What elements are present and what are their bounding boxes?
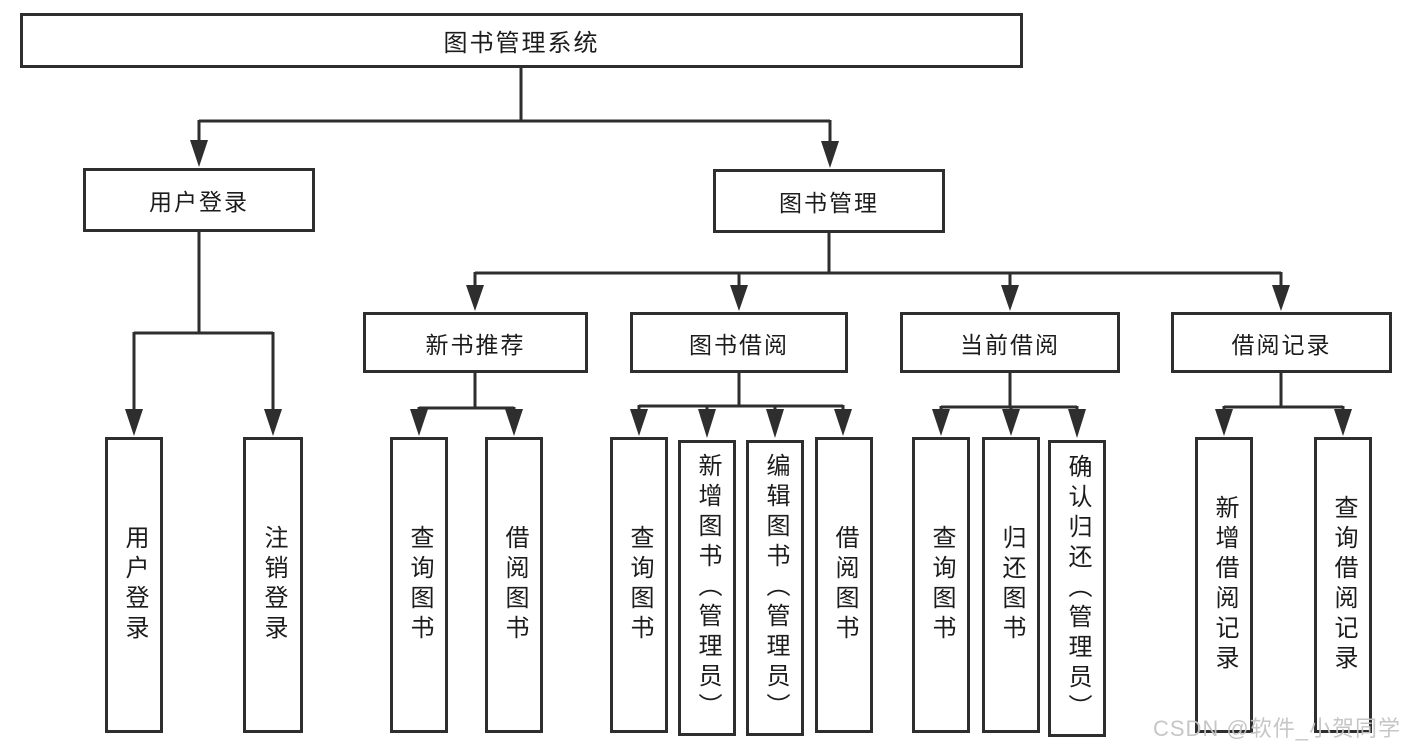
node-borrowing-records: 借阅记录 bbox=[1171, 312, 1392, 373]
arrowhead-icon bbox=[730, 285, 748, 311]
arrowhead-icon bbox=[466, 285, 484, 311]
arrowhead-icon bbox=[630, 409, 648, 436]
arrowhead-icon bbox=[410, 409, 428, 436]
arrowhead-icon bbox=[125, 409, 143, 436]
node-query-books-borrowing: 查询图书 bbox=[610, 437, 668, 733]
node-query-books-recommend: 查询图书 bbox=[390, 437, 448, 733]
watermark: CSDN @软件_小贺同学 bbox=[1152, 716, 1401, 741]
node-label: 编辑图书（管理员） bbox=[762, 453, 789, 723]
node-label: 借阅记录 bbox=[1231, 331, 1332, 358]
node-label: 用户登录 bbox=[121, 525, 148, 645]
node-label: 查询图书 bbox=[626, 525, 653, 645]
node-new-book-recommend: 新书推荐 bbox=[363, 312, 588, 373]
node-confirm-return-admin: 确认归还（管理员） bbox=[1048, 440, 1106, 737]
arrowhead-icon bbox=[821, 141, 839, 168]
arrowhead-icon bbox=[1068, 409, 1086, 438]
node-return-books: 归还图书 bbox=[982, 437, 1040, 733]
arrowheads bbox=[125, 140, 1352, 438]
node-label: 图书借阅 bbox=[689, 331, 789, 358]
node-borrow-books-borrowing: 借阅图书 bbox=[815, 437, 873, 733]
node-label: 用户登录 bbox=[149, 189, 249, 215]
node-query-books-current: 查询图书 bbox=[912, 437, 970, 733]
arrowhead-icon bbox=[766, 409, 784, 438]
node-label: 新增图书（管理员） bbox=[694, 453, 721, 723]
node-label: 确认归还（管理员） bbox=[1064, 453, 1091, 724]
arrowhead-icon bbox=[834, 409, 852, 436]
arrowhead-icon bbox=[505, 409, 523, 436]
node-current-borrowing: 当前借阅 bbox=[900, 312, 1120, 373]
arrowhead-icon bbox=[190, 140, 208, 167]
node-label: 借阅图书 bbox=[501, 525, 528, 645]
node-label: 查询借阅记录 bbox=[1330, 495, 1357, 675]
arrowhead-icon bbox=[1334, 409, 1352, 436]
node-borrow-books-recommend: 借阅图书 bbox=[485, 437, 543, 733]
node-edit-books-admin: 编辑图书（管理员） bbox=[746, 440, 804, 736]
node-label: 图书管理 bbox=[779, 190, 879, 216]
connector-lines bbox=[132, 68, 1345, 414]
node-book-borrowing: 图书借阅 bbox=[630, 312, 848, 373]
node-label: 查询图书 bbox=[928, 525, 955, 645]
node-library-management-system: 图书管理系统 bbox=[20, 13, 1023, 68]
arrowhead-icon bbox=[264, 409, 282, 436]
node-label: 注销登录 bbox=[260, 525, 287, 645]
node-label: 新增借阅记录 bbox=[1211, 495, 1238, 675]
node-query-borrow-record: 查询借阅记录 bbox=[1314, 437, 1372, 733]
node-label: 查询图书 bbox=[406, 525, 433, 645]
arrowhead-icon bbox=[1215, 409, 1233, 436]
node-label: 新书推荐 bbox=[425, 331, 526, 358]
arrowhead-icon bbox=[1002, 409, 1020, 436]
node-label: 归还图书 bbox=[998, 525, 1025, 645]
node-label: 借阅图书 bbox=[831, 525, 858, 645]
node-add-borrow-record: 新增借阅记录 bbox=[1195, 437, 1253, 733]
node-label: 图书管理系统 bbox=[443, 30, 600, 57]
node-logout: 注销登录 bbox=[243, 437, 303, 733]
node-user-login: 用户登录 bbox=[83, 168, 315, 232]
node-user-login-action: 用户登录 bbox=[105, 437, 163, 733]
arrowhead-icon bbox=[1272, 285, 1290, 311]
node-book-management: 图书管理 bbox=[713, 169, 945, 233]
arrowhead-icon bbox=[698, 409, 716, 438]
node-label: 当前借阅 bbox=[960, 331, 1060, 358]
node-add-books-admin: 新增图书（管理员） bbox=[678, 440, 736, 736]
arrowhead-icon bbox=[932, 409, 950, 436]
arrowhead-icon bbox=[1001, 285, 1019, 311]
